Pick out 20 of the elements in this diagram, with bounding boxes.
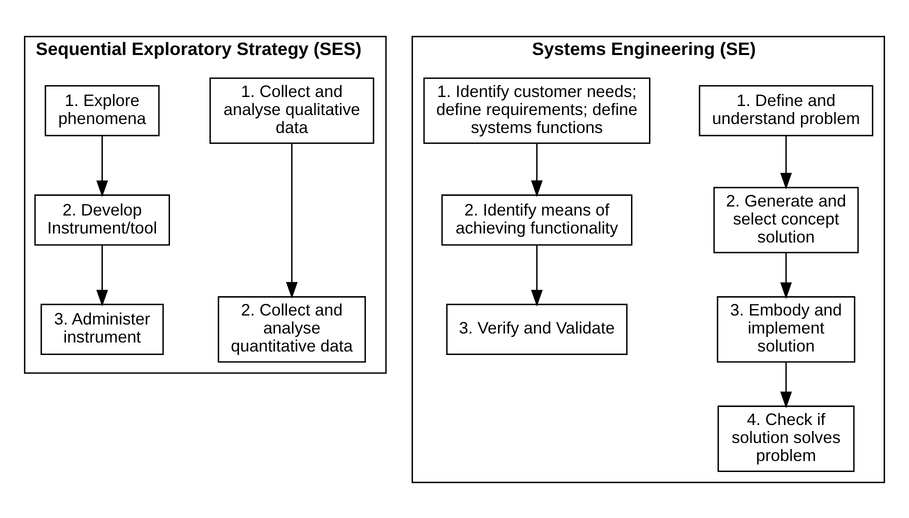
node-box: 1. Define and understand problem — [698, 84, 874, 136]
node-box: 1. Identify customer needs; define requirements; define systems functions — [423, 76, 650, 144]
arrow — [780, 362, 792, 408]
arrow — [286, 142, 298, 298]
node-box: 4. Check if solution solves problem — [718, 405, 855, 472]
node-box: 3. Administer instrument — [40, 303, 164, 355]
arrow — [96, 135, 108, 197]
arrow — [531, 142, 543, 197]
arrow — [96, 244, 108, 306]
node-box: 2. Develop Instrument/tool — [34, 194, 170, 246]
node-box: 1. Collect and analyse qualitative data — [209, 76, 374, 144]
node-box: 3. Embody and implement solution — [716, 296, 856, 362]
arrow — [780, 252, 792, 298]
node-box: 2. Collect and analyse quantitative data — [218, 296, 366, 362]
node-box: 3. Verify and Validate — [446, 303, 628, 355]
node-box: 1. Explore phenomena — [44, 84, 160, 136]
arrow — [780, 135, 792, 189]
arrow — [531, 244, 543, 306]
node-box: 2. Identify means of achieving functionality — [441, 194, 632, 246]
node-box: 2. Generate and select concept solution — [713, 186, 859, 253]
